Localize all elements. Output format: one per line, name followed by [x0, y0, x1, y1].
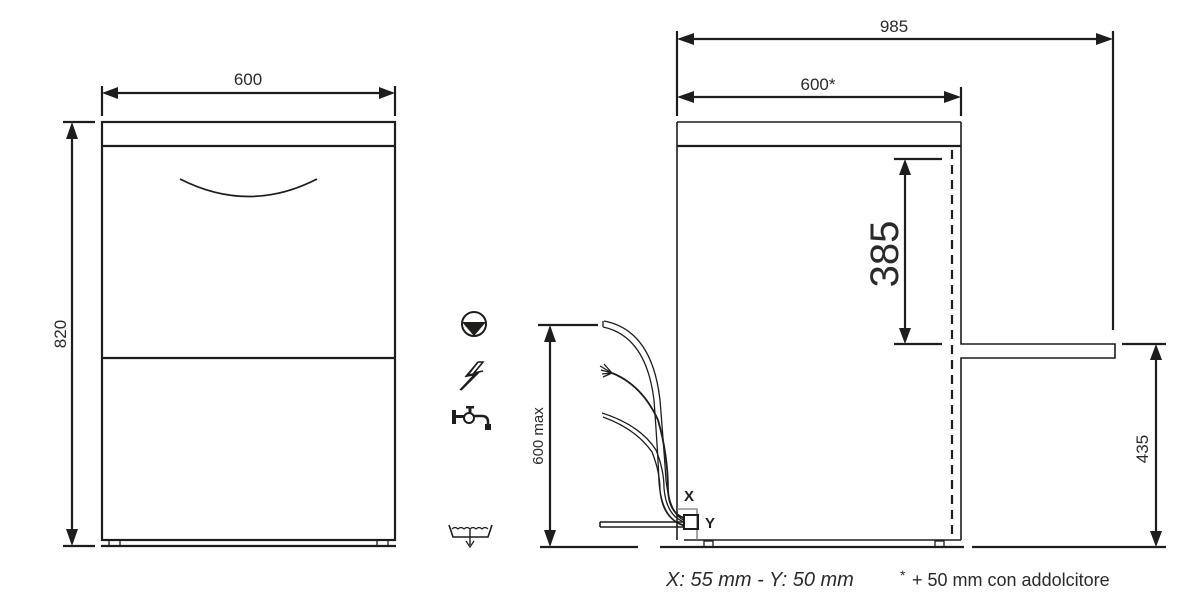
front-height-dimension: 820 — [51, 120, 95, 548]
front-height-label: 820 — [51, 320, 70, 348]
side-rear-foot — [934, 540, 945, 548]
open-door-profile — [960, 146, 1116, 540]
xy-dimensions-caption: X: 55 mm - Y: 50 mm — [665, 569, 854, 591]
front-width-dimension: 600 — [100, 70, 397, 116]
front-view: 600 820 — [51, 70, 397, 548]
captions: X: 55 mm - Y: 50 mm * + 50 mm con addolc… — [665, 567, 1110, 591]
connection-height-label: 600 max — [530, 407, 547, 465]
connection-height-dimension: 600 max — [530, 323, 638, 549]
total-depth-label: 985 — [880, 17, 908, 36]
footnote-star: * — [900, 567, 906, 583]
door-height-label: 435 — [1133, 435, 1152, 463]
floor-drain-icon — [448, 524, 493, 549]
y-marker: Y — [705, 515, 715, 532]
footnote-text: + 50 mm con addolcitore — [912, 570, 1110, 590]
front-left-foot — [108, 539, 121, 547]
water-inlet-tap-icon — [452, 406, 491, 430]
depth-dimension: 600* — [677, 75, 963, 116]
door-height-dimension: 435 — [1122, 342, 1166, 547]
door-handle — [179, 178, 318, 198]
electrical-supply-icon — [459, 361, 485, 391]
drain-pump-icon — [461, 311, 487, 337]
front-right-foot — [376, 539, 389, 547]
side-front-foot — [703, 540, 714, 548]
door-clearance-label: 385 — [863, 221, 907, 288]
hoses-and-cables — [599, 320, 685, 528]
connection-icons — [448, 311, 493, 549]
front-width-label: 600 — [234, 70, 262, 89]
connection-box: X Y — [677, 488, 715, 540]
depth-label: 600* — [801, 75, 836, 94]
side-view: 985 600* X Y — [660, 17, 1166, 549]
front-body-outline — [100, 120, 397, 542]
total-depth-dimension: 985 — [675, 17, 1115, 330]
door-clearance-dimension: 385 — [863, 157, 942, 346]
x-marker: X — [684, 488, 694, 505]
